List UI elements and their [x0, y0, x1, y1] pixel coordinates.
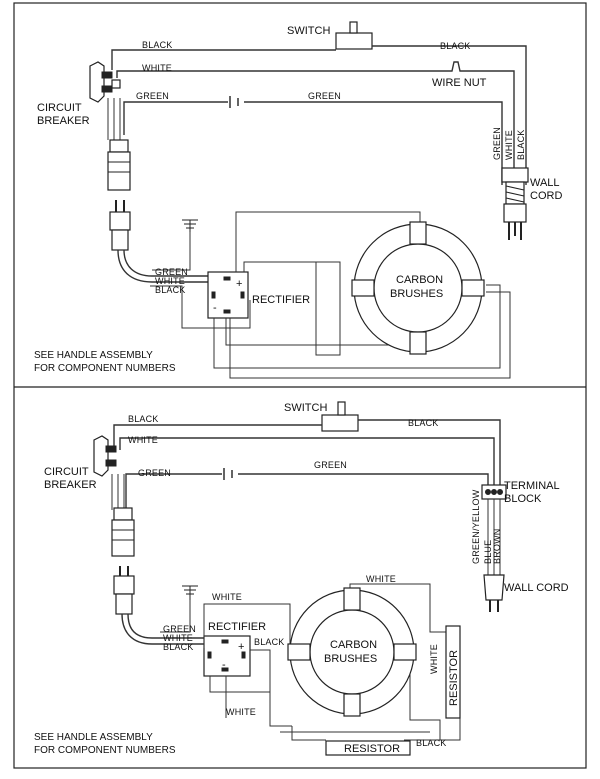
top-rectifier	[207, 271, 249, 319]
top-cord-green-label: GREEN	[492, 127, 502, 160]
top-brushes-label: BRUSHES	[390, 288, 443, 300]
top-wire-nut-label: WIRE NUT	[432, 77, 487, 89]
bottom-rect-black-right-label: BLACK	[254, 637, 285, 647]
bottom-green-label-left: GREEN	[138, 468, 171, 478]
bottom-circuit-label: CIRCUIT	[44, 466, 89, 478]
bottom-green-wire-right	[238, 473, 489, 485]
bottom-white-lower-label: WHITE	[226, 707, 256, 717]
top-black-wire-right	[372, 45, 527, 185]
top-carbon-brushes-motor	[351, 221, 485, 355]
bottom-white-wire	[119, 437, 495, 485]
top-black-label-left: BLACK	[142, 40, 173, 50]
bottom-resistor-vertical	[445, 625, 461, 719]
top-white-label: WHITE	[142, 63, 172, 73]
bottom-minus-sign: -	[222, 659, 226, 671]
top-rect-green-label: GREEN	[155, 267, 188, 277]
top-rect-white-label: WHITE	[155, 276, 185, 286]
bottom-brushes-label: BRUSHES	[324, 653, 377, 665]
bottom-resistor-vertical-label: RESISTOR	[448, 650, 460, 706]
bottom-breaker-label: BREAKER	[44, 479, 97, 491]
bottom-diagram: SWITCH BLACK BLACK WHITE GREEN GREEN CIR…	[34, 401, 569, 756]
bottom-black-label-left: BLACK	[128, 414, 159, 424]
top-carbon-label: CARBON	[396, 274, 443, 286]
bottom-carbon-label: CARBON	[330, 639, 377, 651]
top-handle-plug	[109, 200, 210, 283]
bottom-wall-cord-plug	[483, 574, 505, 612]
top-green-wire-left	[123, 101, 228, 135]
top-green-wire-right	[244, 101, 503, 185]
bottom-green-wire-left	[125, 473, 222, 510]
bottom-tb-blue-label: BLUE	[483, 540, 493, 564]
top-diagram: SWITCH BLACK BLACK WHITE WIRE NUT GREEN …	[34, 21, 562, 379]
bottom-handle-plug	[113, 566, 204, 645]
top-minus-sign: -	[213, 302, 217, 314]
top-note-line1: SEE HANDLE ASSEMBLY	[34, 350, 153, 361]
top-black-wire-left	[111, 49, 336, 70]
top-cord-label: CORD	[530, 190, 562, 202]
bottom-terminal-label: TERMINAL	[504, 480, 560, 492]
bottom-resistor-horizontal-label: RESISTOR	[344, 743, 400, 755]
bottom-rectifier-label: RECTIFIER	[208, 621, 266, 633]
top-black-label-right: BLACK	[440, 41, 471, 51]
bottom-rect-white-label: WHITE	[163, 633, 193, 643]
top-breaker-label: BREAKER	[37, 115, 90, 127]
bottom-black-wire-right	[358, 419, 501, 485]
top-switch-label: SWITCH	[287, 25, 330, 37]
top-cord-black-label: BLACK	[516, 129, 526, 160]
bottom-rect-green-label: GREEN	[163, 624, 196, 634]
bottom-circuit-breaker	[93, 435, 117, 477]
bottom-green-label-right: GREEN	[314, 460, 347, 470]
top-wall-cord-plug	[501, 167, 529, 240]
bottom-block-label: BLOCK	[504, 493, 542, 505]
top-ground-symbol	[182, 219, 198, 232]
top-plus-sign: +	[236, 278, 242, 290]
top-note-line2: FOR COMPONENT NUMBERS	[34, 363, 176, 374]
top-switch	[335, 21, 373, 50]
top-white-wire	[116, 61, 515, 185]
bottom-white-top-label: WHITE	[212, 592, 242, 602]
bottom-ground-symbol	[182, 585, 198, 600]
bottom-tb-brown-label: BROWN	[492, 529, 502, 565]
top-circuit-label: CIRCUIT	[37, 102, 82, 114]
top-plug-socket	[107, 139, 131, 191]
bottom-rect-black-label: BLACK	[163, 642, 194, 652]
bottom-note-line2: FOR COMPONENT NUMBERS	[34, 745, 176, 756]
bottom-note-line1: SEE HANDLE ASSEMBLY	[34, 732, 153, 743]
bottom-plug-socket	[111, 507, 135, 557]
top-circuit-breaker	[89, 61, 121, 103]
bottom-switch-label: SWITCH	[284, 402, 327, 414]
bottom-white-label: WHITE	[128, 435, 158, 445]
top-rectifier-label: RECTIFIER	[252, 294, 310, 306]
bottom-black-label-right: BLACK	[408, 418, 439, 428]
top-wall-label: WALL	[530, 177, 560, 189]
bottom-tb-green-label: GREEN/YELLOW	[471, 489, 481, 564]
top-green-label-right: GREEN	[308, 91, 341, 101]
top-cord-white-label: WHITE	[504, 130, 514, 160]
bottom-terminal-block	[481, 484, 507, 575]
bottom-black-wire-left	[113, 424, 322, 448]
top-green-label-left: GREEN	[136, 91, 169, 101]
bottom-switch	[321, 401, 359, 432]
bottom-carbon-brushes-motor	[287, 587, 417, 717]
bottom-plus-sign: +	[238, 641, 244, 653]
bottom-wall-cord-label: WALL CORD	[504, 582, 569, 594]
bottom-black-bottom-label: BLACK	[416, 738, 447, 748]
outer-frame	[13, 2, 587, 769]
bottom-white-motor-label: WHITE	[366, 574, 396, 584]
top-rect-black-label: BLACK	[155, 285, 186, 295]
bottom-rectifier	[203, 635, 251, 677]
bottom-resistor-horizontal	[325, 740, 411, 756]
bottom-white-vertical-label: WHITE	[429, 644, 439, 674]
